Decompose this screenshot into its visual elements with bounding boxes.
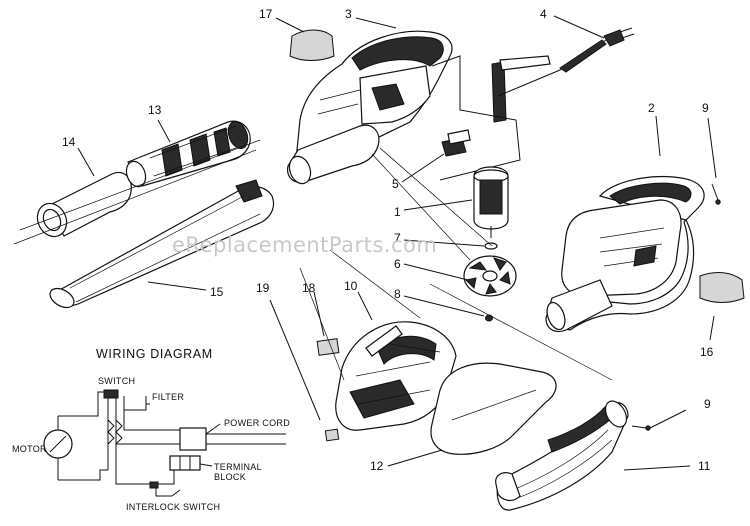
callout-11: 11 — [698, 459, 711, 473]
callout-leaders — [77, 15, 717, 471]
callout-8: 8 — [394, 287, 401, 301]
callout-2: 2 — [648, 101, 655, 115]
part-7-washer — [484, 242, 498, 250]
wiring-filter-switch — [123, 396, 150, 430]
callout-6: 6 — [394, 257, 401, 271]
wiring-interlock-switch — [149, 481, 181, 497]
part-8-nut — [485, 314, 493, 322]
wiring-switch-label: SWITCH — [98, 376, 135, 386]
watermark: eReplacementParts.com — [172, 233, 437, 257]
wiring-power-cord-plug — [179, 423, 286, 451]
callout-14: 14 — [62, 135, 76, 149]
wiring-switch-symbol — [103, 389, 123, 470]
part-13-filter — [125, 120, 251, 188]
part-12-filter-bag — [430, 362, 557, 455]
callout-19: 19 — [256, 281, 270, 295]
wiring-terminal-block — [169, 455, 213, 471]
callout-5: 5 — [392, 177, 399, 191]
callout-16: 16 — [700, 345, 714, 359]
part-9-screw-bottom — [631, 425, 651, 431]
wiring-filter-label: FILTER — [152, 392, 184, 402]
wiring-diagram: WIRING DIAGRAM SWITCH FILTER POWER CORD … — [12, 347, 290, 512]
wiring-power-cord-label: POWER CORD — [224, 418, 290, 428]
part-15-blower-tube — [49, 179, 275, 309]
callout-numbers: 17 3 4 2 9 13 14 5 1 7 6 8 15 19 18 10 1… — [62, 7, 714, 473]
part-10-vacuum-housing — [335, 321, 457, 431]
wiring-interlock-label: INTERLOCK SWITCH — [126, 502, 220, 512]
part-17-label — [289, 29, 335, 61]
part-18-label — [316, 338, 340, 356]
part-5-switch — [441, 129, 471, 157]
callout-10: 10 — [344, 279, 358, 293]
part-2-assembled-blower — [545, 175, 705, 333]
part-6-fan — [463, 255, 517, 297]
callout-1: 1 — [394, 205, 401, 219]
part-19-pad — [324, 428, 340, 442]
callout-17: 17 — [259, 7, 273, 21]
callout-4: 4 — [540, 7, 547, 21]
part-14-tube — [36, 171, 132, 238]
callout-9-bottom: 9 — [704, 397, 711, 411]
callout-12: 12 — [370, 459, 384, 473]
callout-15: 15 — [210, 285, 224, 299]
callout-13: 13 — [148, 103, 162, 117]
part-11-vacuum-tube — [495, 400, 629, 511]
part-3-housing — [287, 30, 453, 185]
wiring-motor-symbol — [43, 416, 73, 480]
part-9-screw-top — [711, 183, 721, 205]
part-16-label — [699, 272, 745, 303]
part-4-power-cord — [431, 27, 635, 181]
callout-9-top: 9 — [702, 101, 709, 115]
wiring-title: WIRING DIAGRAM — [96, 347, 213, 361]
callout-7: 7 — [394, 231, 401, 245]
wiring-motor-label: MOTOR — [12, 444, 47, 454]
callout-3: 3 — [345, 7, 352, 21]
wiring-block-label: BLOCK — [214, 472, 246, 482]
wiring-terminal-label: TERMINAL — [214, 462, 262, 472]
callout-18: 18 — [302, 281, 316, 295]
part-1-motor — [473, 166, 509, 238]
